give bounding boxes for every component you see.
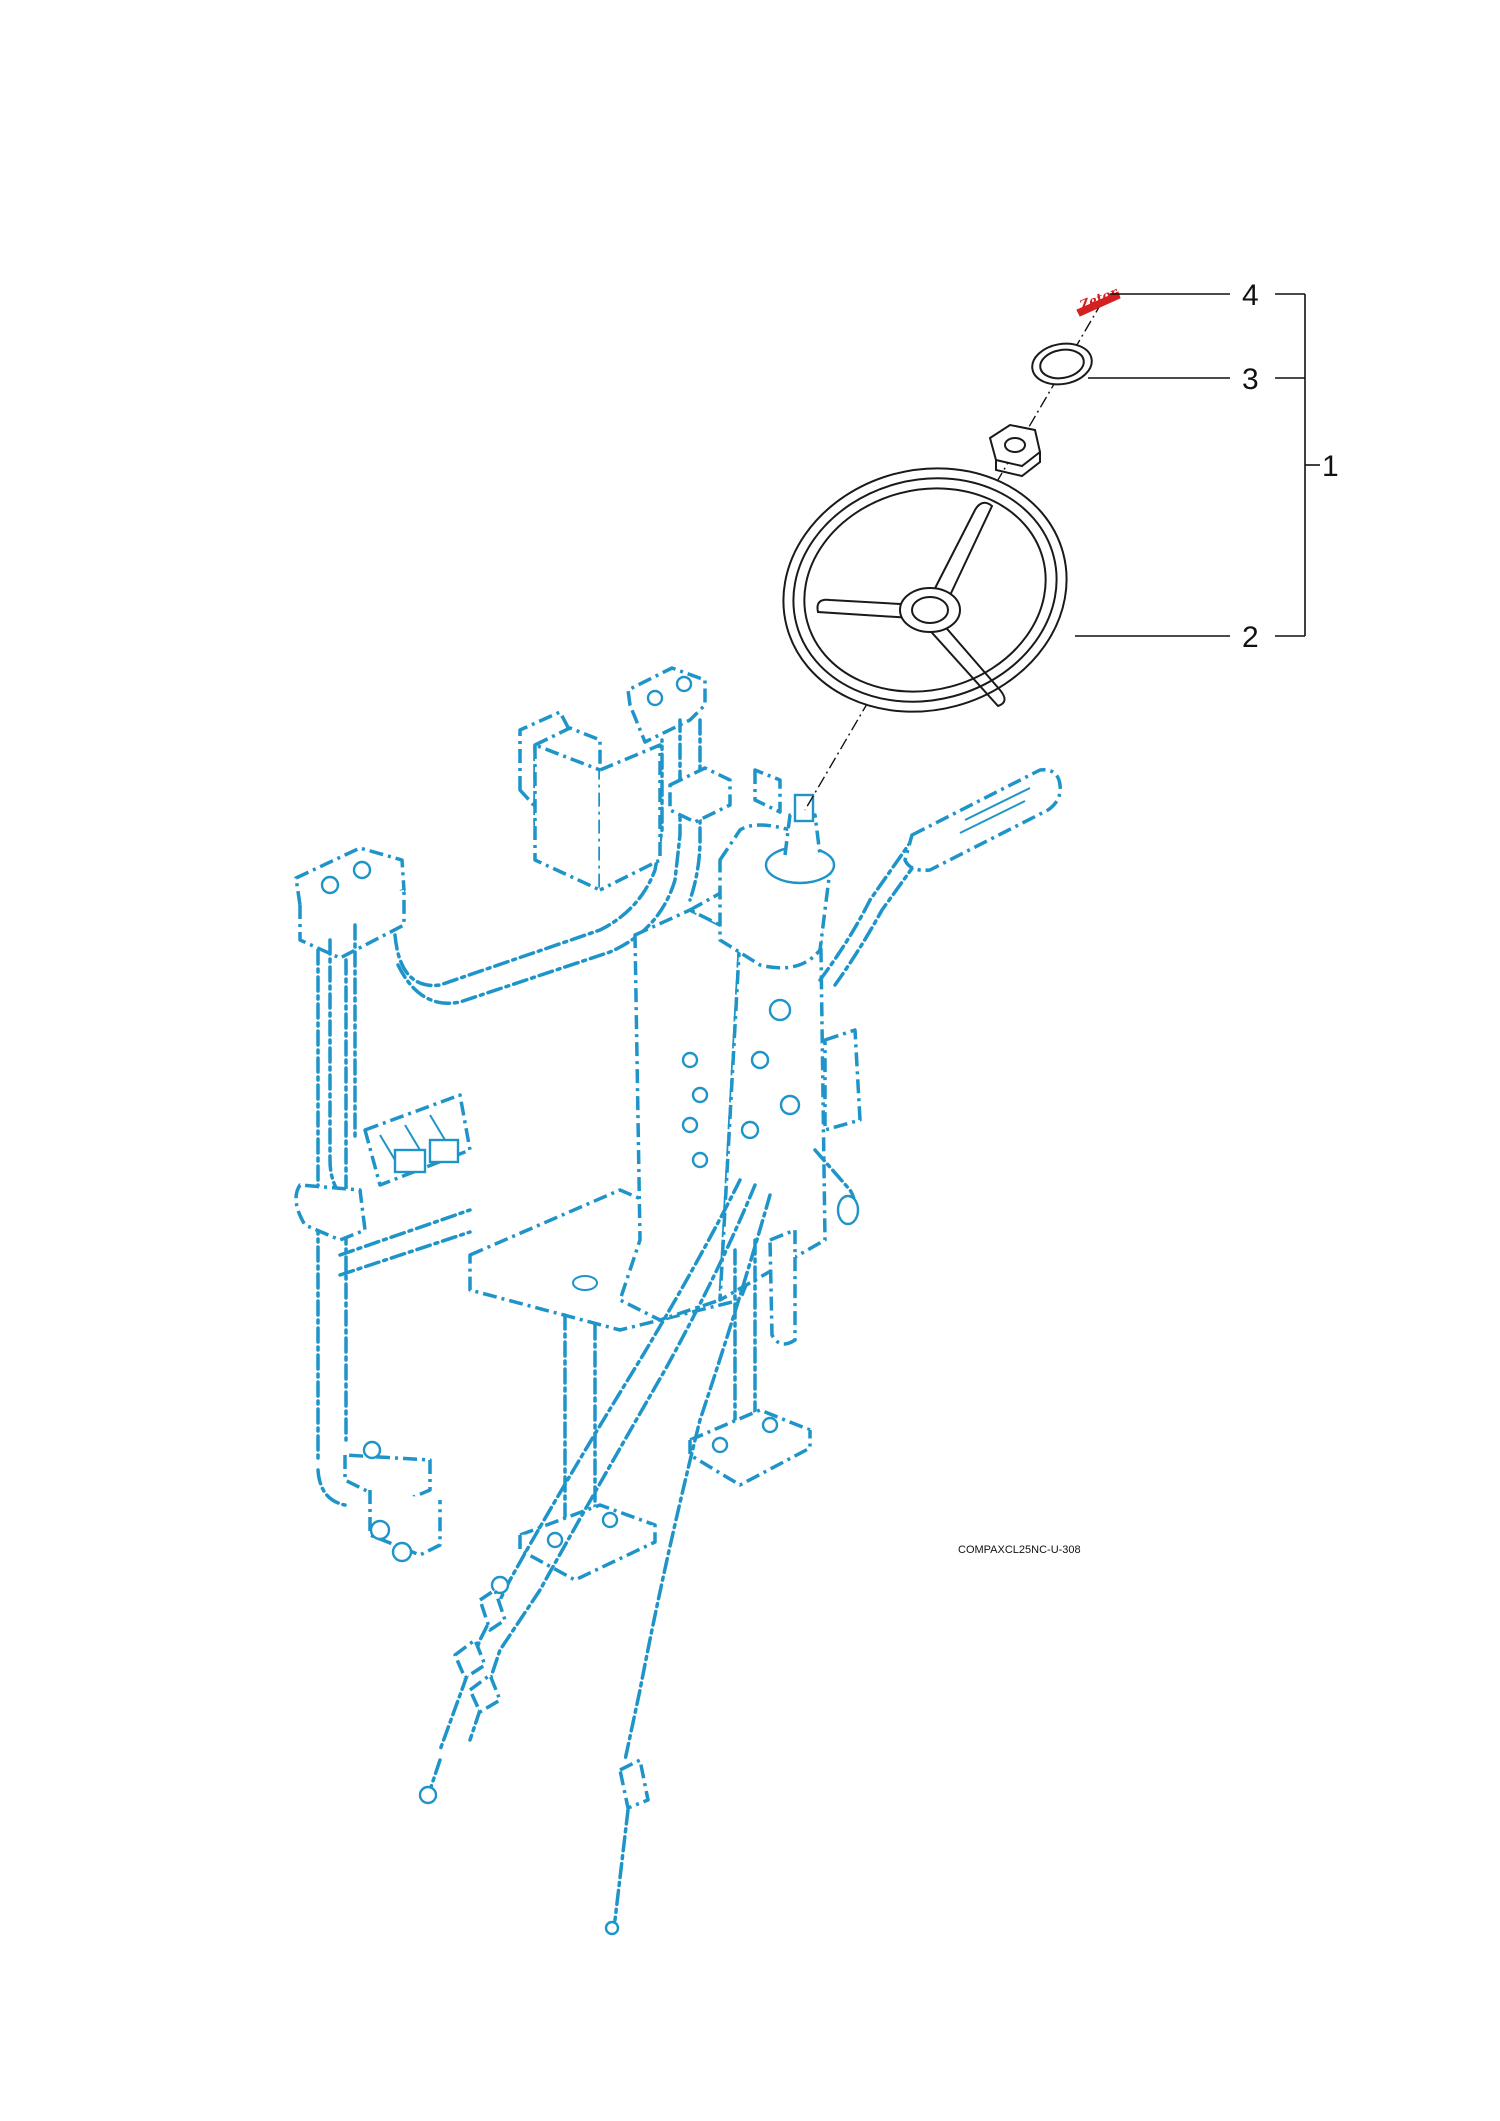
steering-column-frame xyxy=(294,666,1062,1936)
logo-emblem: Zetor xyxy=(1076,285,1121,317)
steering-wheel-assembly: Zetor xyxy=(782,285,1121,811)
callout-number-4: 4 xyxy=(1242,279,1259,312)
callout-leaders xyxy=(1075,293,1320,637)
steering-wheel xyxy=(782,467,1068,713)
steering-wheel-cap xyxy=(1031,342,1093,386)
nut xyxy=(988,423,1042,478)
logo-emblem-text: Zetor xyxy=(1077,285,1121,314)
callout-number-1: 1 xyxy=(1322,450,1339,483)
drawing-code: COMPAXCL25NC-U-308 xyxy=(958,1544,1081,1556)
callout-number-3: 3 xyxy=(1242,363,1259,396)
callout-number-2: 2 xyxy=(1242,621,1259,654)
